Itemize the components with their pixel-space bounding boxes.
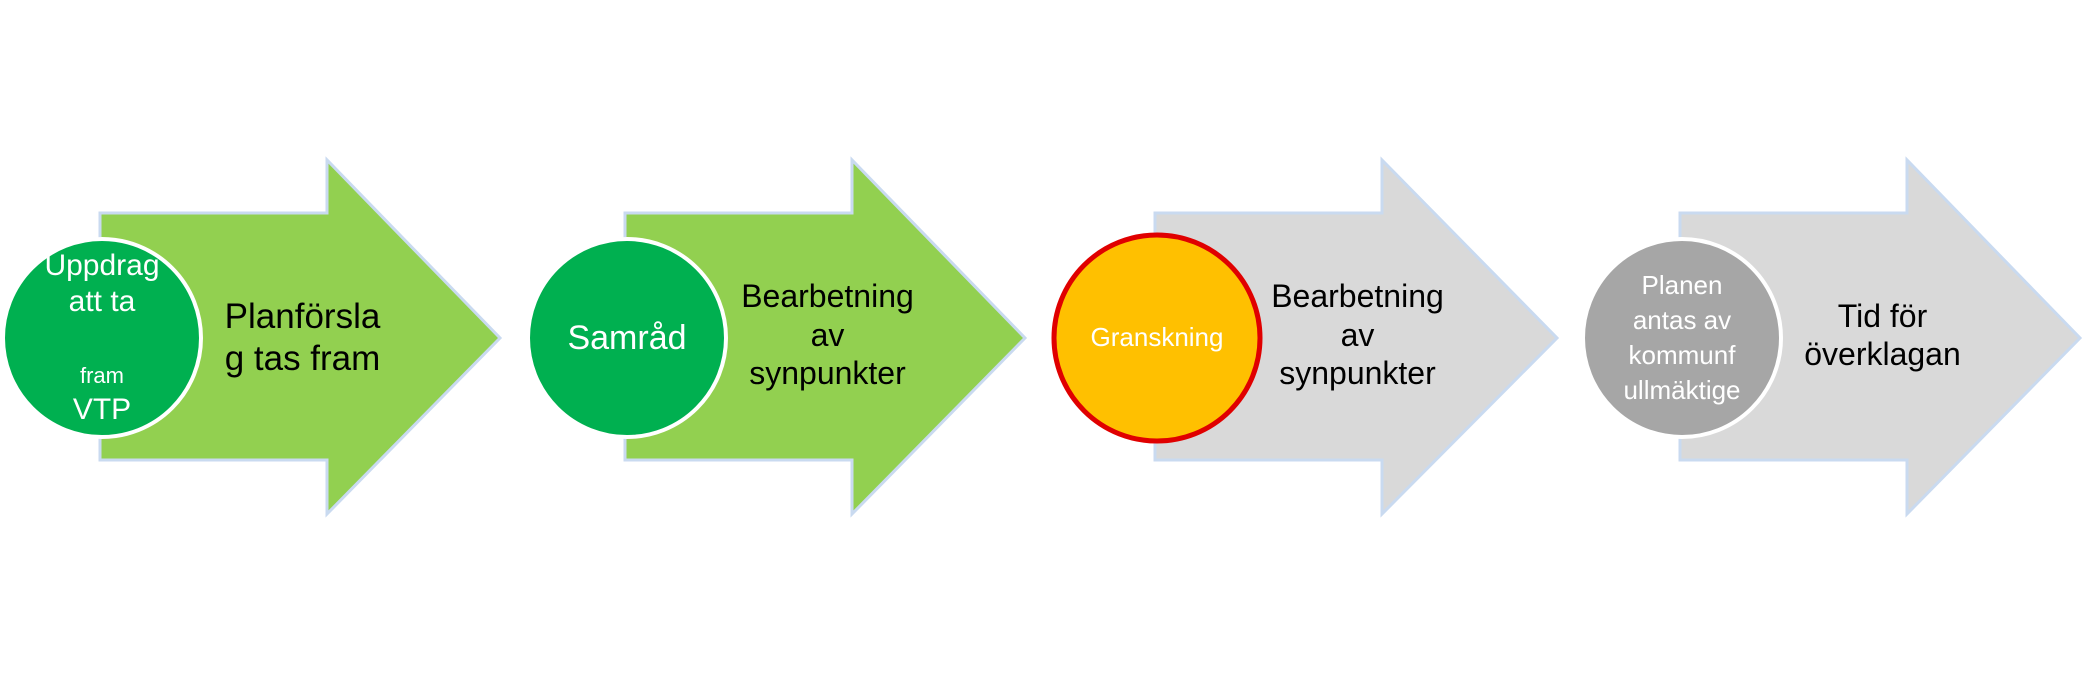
step-4-arrow-label: Tid för överklagan	[1804, 297, 1961, 372]
step-4-circle-label: Planen antas av kommunf ullmäktige	[1623, 269, 1741, 406]
step-3-circle	[1051, 232, 1263, 444]
step-1-circle-line-2: att ta	[68, 285, 136, 318]
step-1-circle-big-text: VTP	[72, 393, 132, 426]
step-2-circle-label: Samråd	[567, 318, 687, 357]
step-3-arrow	[1153, 156, 1560, 518]
step-3-arrow-label: Bearbetning av synpunkter	[1271, 278, 1444, 392]
step-2-arrow-label: Bearbetning av synpunkter	[741, 278, 914, 392]
step-1-circle-label: Uppdrag att ta fram VTP	[12, 249, 192, 426]
step-1-arrow-label: Planförsla g tas fram	[224, 296, 381, 378]
step-2-arrow	[623, 156, 1028, 518]
step-1-circle-line-1: Uppdrag	[44, 249, 160, 282]
step-4-arrow	[1678, 156, 2083, 518]
step-4-circle	[1581, 237, 1783, 439]
step-2-circle	[526, 237, 728, 439]
step-1-arrow	[98, 156, 503, 518]
step-3-circle-label: Granskning	[1090, 322, 1224, 353]
step-1-circle-small-text: fram	[79, 363, 124, 388]
step-1-circle	[1, 237, 203, 439]
step-1-circle-line-3: fram VTP	[73, 320, 131, 428]
